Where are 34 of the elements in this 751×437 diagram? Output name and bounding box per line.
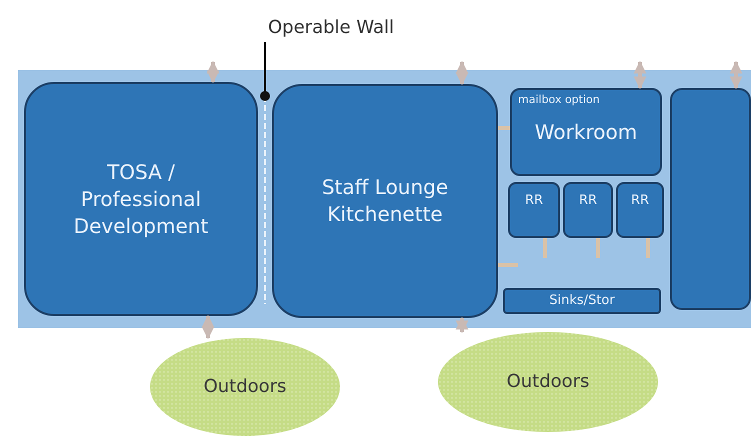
door-line [498,263,518,267]
access-arrow [730,60,742,90]
room-box [563,182,613,238]
room-note: mailbox option [518,93,600,108]
room-box [503,288,661,314]
wall-label: Operable Wall [256,14,406,42]
room-label: Workroom [534,118,638,146]
access-arrow [456,60,468,86]
room-label: RR [524,192,544,210]
room-label: TOSA / Professional Development [72,158,210,240]
room-box [508,182,560,238]
room-label: Outdoors [204,374,286,399]
access-arrow [634,60,646,90]
door-line [498,126,510,130]
door-line [646,238,650,258]
access-arrow [456,316,468,334]
access-arrow [202,314,214,340]
room-box [616,182,664,238]
empty-room-box [670,88,751,310]
room-label: RR [578,192,598,210]
door-line [543,238,547,258]
room-box [24,82,258,316]
door-line [596,238,600,258]
room-box [272,84,498,318]
outdoor-area [150,338,340,436]
leader-line [260,42,270,101]
room-label: RR [630,192,650,210]
room-label: Outdoors [506,370,590,394]
access-arrow [206,60,220,84]
room-label: Staff Lounge Kitchenette [320,174,450,228]
room-label: Sinks/Stor [549,292,615,310]
outdoor-area [438,332,658,432]
floor-plan-band [18,70,751,328]
room-box [510,88,662,176]
